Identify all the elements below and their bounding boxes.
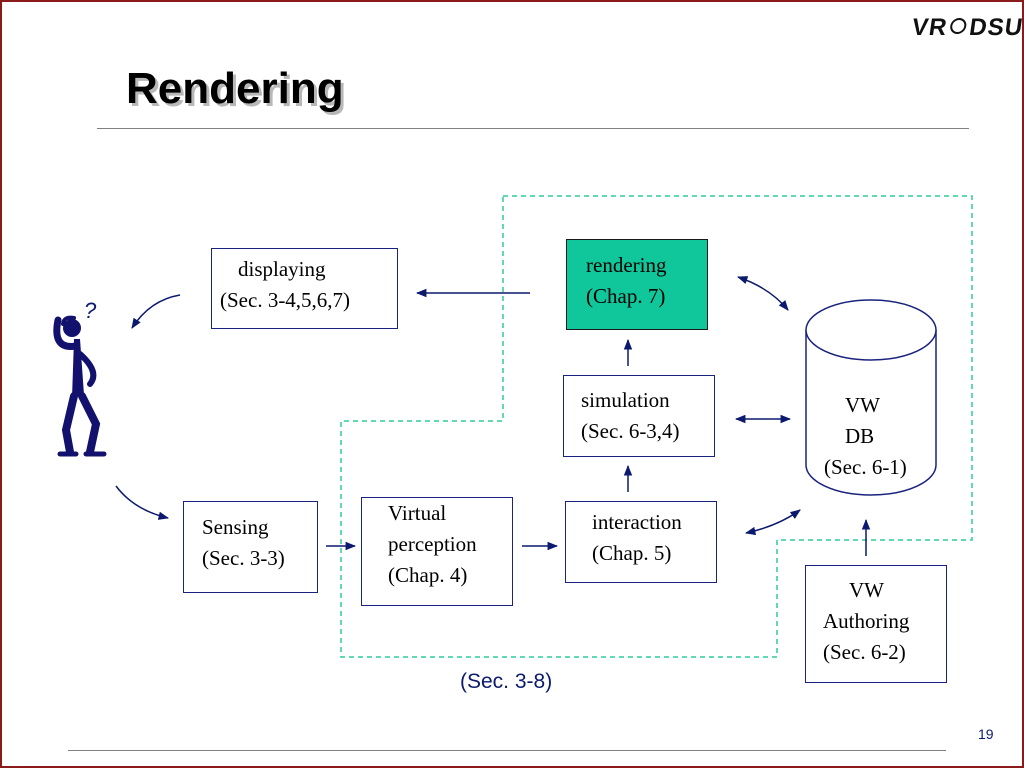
vw-authoring-box [805, 565, 947, 683]
page-number: 19 [978, 726, 994, 742]
displaying-box [211, 248, 398, 329]
displaying-section: (Sec. 3-4,5,6,7) [220, 288, 351, 312]
arrow-person-to-sensing [115, 485, 170, 520]
virtual-perception-label-2: perception [388, 532, 477, 556]
rendering-section: (Chap. 7) [586, 284, 666, 308]
simulation-section: (Sec. 6-3,4) [581, 419, 680, 443]
virtual-perception-section: (Chap. 4) [388, 563, 468, 587]
vw-db-section: (Sec. 6-1) [824, 455, 907, 479]
footer-divider [68, 750, 946, 751]
vw-db-cylinder [805, 299, 937, 496]
dashed-region-boundary [340, 195, 973, 658]
virtual-perception-box [361, 497, 513, 606]
vw-authoring-section: (Sec. 6-2) [823, 640, 906, 664]
vw-db-label-db: DB [845, 424, 875, 448]
sensing-section: (Sec. 3-3) [202, 546, 285, 570]
vw-authoring-label-vw: VW [849, 578, 884, 602]
rendering-box [566, 239, 708, 330]
simulation-label: simulation [581, 388, 670, 412]
simulation-box [563, 375, 715, 457]
interaction-label: interaction [592, 510, 682, 534]
thinking-person-figure [53, 315, 107, 457]
slide-title: Rendering [126, 64, 344, 113]
interaction-box [565, 501, 717, 583]
displaying-label: displaying [238, 257, 326, 281]
question-mark: ? [84, 298, 97, 323]
arrow-displaying-to-person [131, 294, 181, 329]
virtual-perception-label-1: Virtual [388, 501, 447, 525]
vw-db-label-vw: VW [845, 393, 880, 417]
sensing-box [183, 501, 318, 593]
interaction-section: (Chap. 5) [592, 541, 672, 565]
region-section-label: (Sec. 3-8) [460, 670, 553, 693]
arrow-interaction-db [744, 509, 801, 536]
rendering-label: rendering [586, 253, 667, 277]
sensing-label: Sensing [202, 515, 269, 539]
arrow-rendering-db [737, 276, 789, 311]
title-divider [97, 128, 969, 129]
vw-authoring-label: Authoring [823, 609, 910, 633]
